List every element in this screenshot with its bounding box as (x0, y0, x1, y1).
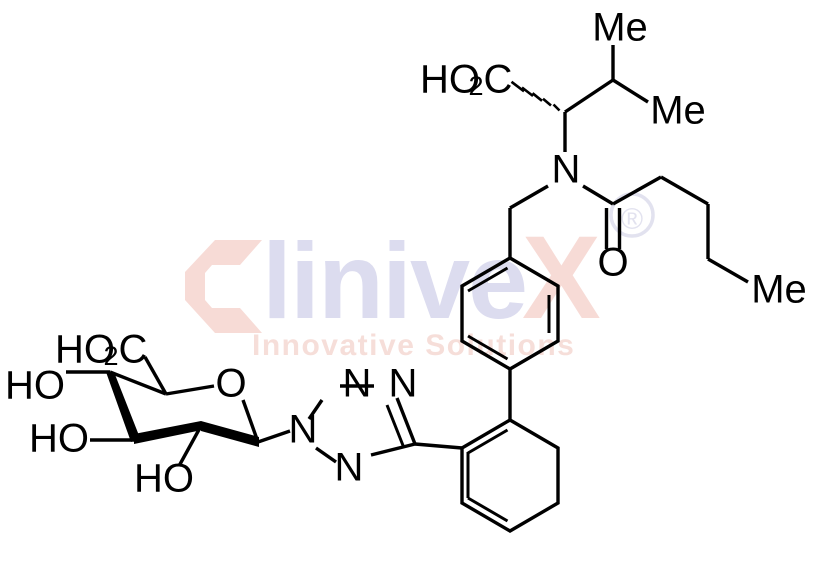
watermark-letter-c-icon (185, 240, 262, 333)
label-carbonyl-oxygen: O (597, 241, 628, 285)
label-methyl-chain-end: Me (751, 268, 807, 312)
valine-fragment (510, 45, 649, 152)
label-methyl-top: Me (592, 6, 648, 50)
wedge-c3-c2 (134, 421, 202, 444)
label-sugar-carboxyl-sub: 2 (103, 341, 118, 371)
label-sugar-carboxyl-ho: HO (55, 328, 115, 372)
label-ring-oxygen: O (215, 362, 246, 406)
label-valine-carboxyl-c: C (484, 58, 513, 102)
wedge-c2-c1 (201, 421, 259, 447)
atom-label-group: HO 2 C Me Me Me N O HO 2 C HO HO HO O N … (5, 6, 807, 501)
label-hydroxyl-mid-left: HO (29, 417, 89, 461)
label-amide-nitrogen: N (552, 148, 581, 192)
label-tetrazole-n3: N (343, 362, 372, 406)
label-tetrazole-n4: N (389, 362, 418, 406)
label-methyl-right: Me (650, 89, 706, 133)
tetrazole-ring (257, 384, 417, 464)
glucuronide-sugar-ring (66, 356, 260, 467)
watermark-registered-glyph: ® (621, 203, 643, 236)
lower-benzene-ring (414, 418, 560, 533)
watermark-tagline: Innovative Solutions (252, 329, 575, 362)
label-tetrazole-n2: N (289, 408, 318, 452)
label-valine-carboxyl-ho: HO (420, 58, 480, 102)
wedge-c4-c3 (106, 372, 140, 442)
label-sugar-carboxyl: HO 2 C (55, 328, 147, 372)
upper-benzene-ring (460, 256, 560, 420)
label-sugar-carboxyl-c: C (119, 328, 148, 372)
watermark-group: linive X Innovative Solutions ® (185, 192, 655, 362)
label-valine-carboxyl-sub: 2 (468, 71, 483, 101)
pentanoyl-amide-fragment (508, 175, 749, 284)
stereo-hash-valine (510, 80, 561, 112)
watermark-brand-x: X (522, 212, 601, 344)
label-tetrazole-n1: N (335, 446, 364, 490)
label-valine-carboxyl: HO 2 C (420, 58, 512, 102)
label-hydroxyl-upper-left: HO (5, 364, 65, 408)
label-hydroxyl-bottom: HO (134, 457, 194, 501)
